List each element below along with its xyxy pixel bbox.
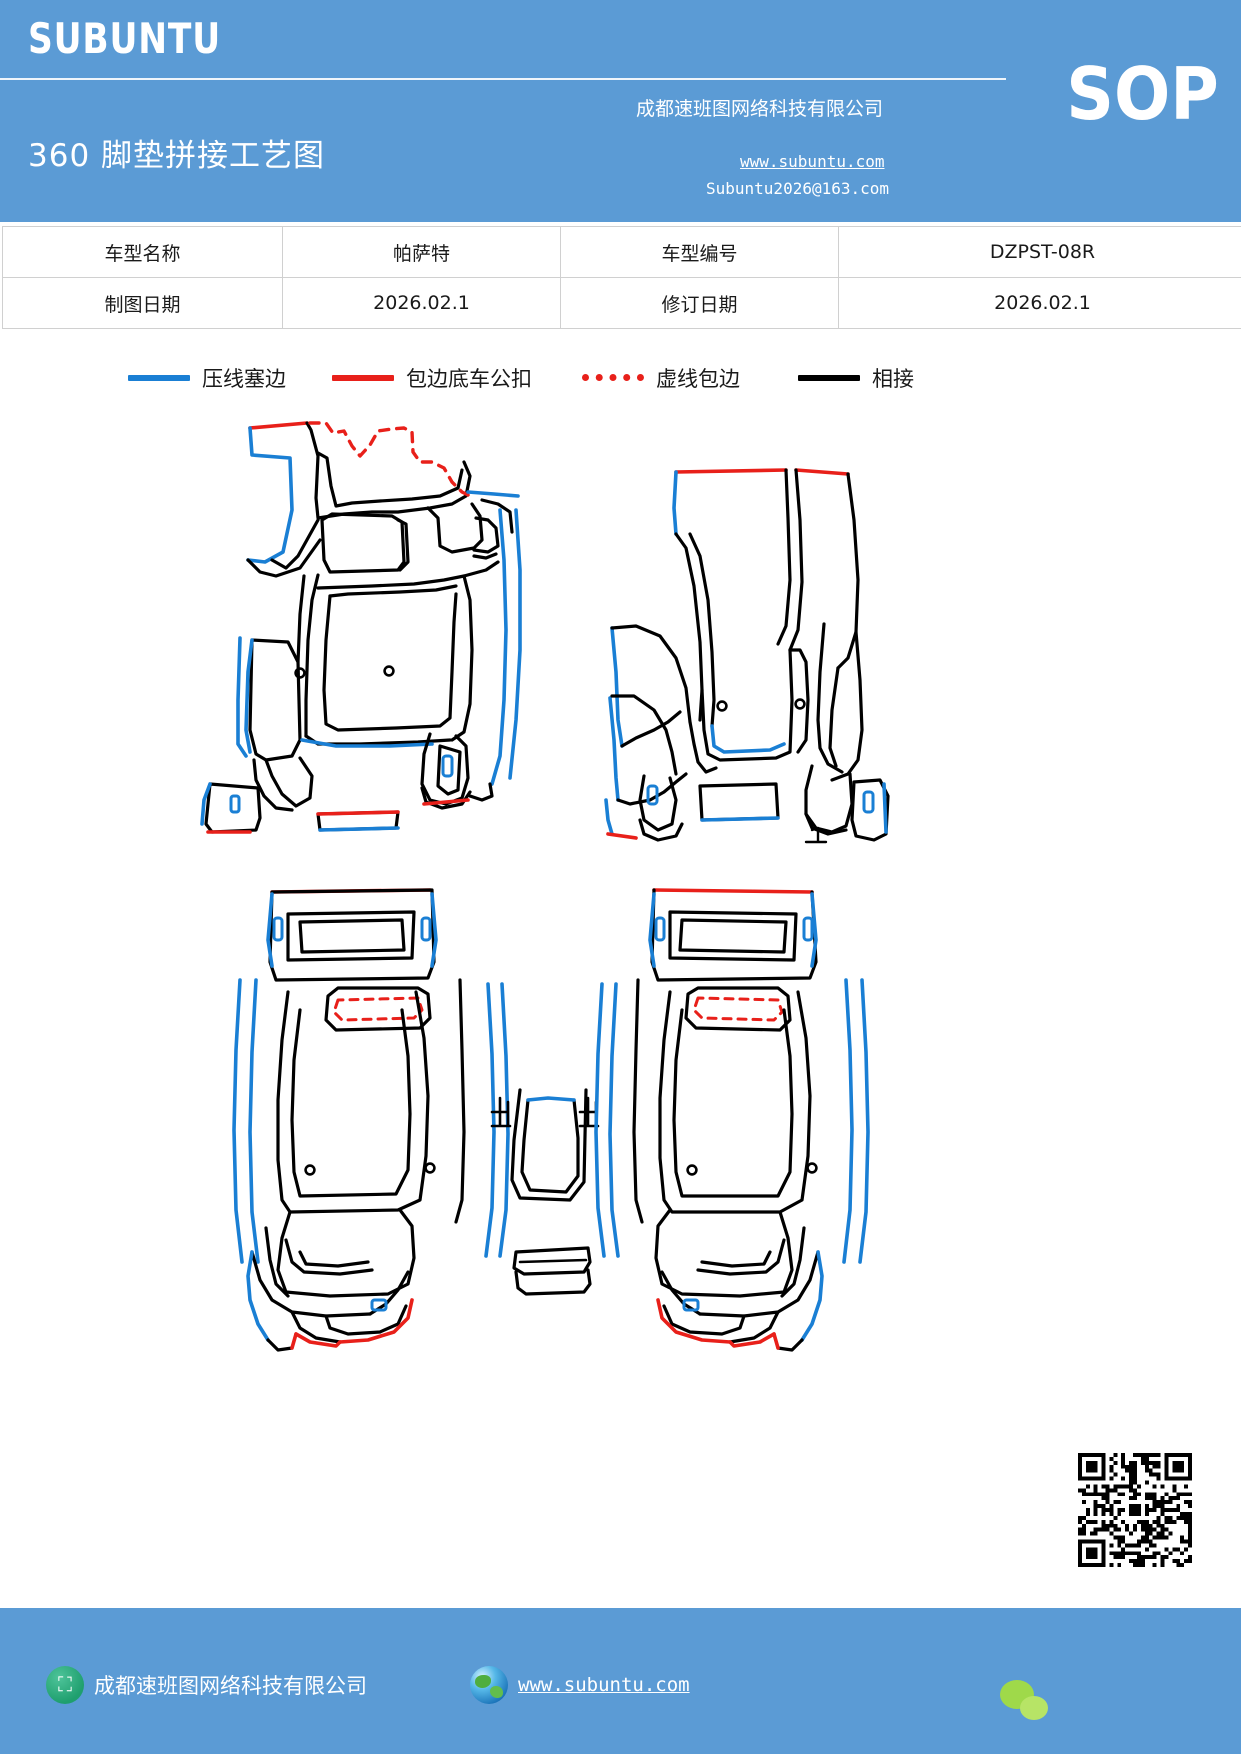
page-footer: ⛶ 成都速班图网络科技有限公司 www.subuntu.com	[0, 1608, 1241, 1754]
table-row: 制图日期 2026.02.1 修订日期 2026.02.1	[2, 277, 1241, 329]
building-icon: ⛶	[46, 1666, 84, 1704]
footer-website-block: www.subuntu.com	[470, 1666, 690, 1704]
model-name-value: 帕萨特	[282, 226, 561, 278]
legend-swatch-red-dotted-line-icon	[582, 374, 644, 381]
revise-date-label: 修订日期	[560, 277, 839, 329]
legend-label: 相接	[872, 366, 914, 391]
footer-website-link[interactable]: www.subuntu.com	[518, 1674, 690, 1696]
sop-badge: SOP	[1066, 52, 1219, 136]
legend-swatch-blue-line-icon	[128, 374, 190, 381]
mat-pattern-svg	[200, 421, 890, 1352]
footer-company-name: 成都速班图网络科技有限公司	[94, 1674, 367, 1698]
table-row: 车型名称 帕萨特 车型编号 DZPST-08R	[2, 226, 1241, 278]
footer-company-block: ⛶ 成都速班图网络科技有限公司	[46, 1666, 367, 1704]
vehicle-info-table: 车型名称 帕萨特 车型编号 DZPST-08R 制图日期 2026.02.1 修…	[2, 226, 1241, 329]
brand-logo: SUBUNTU	[28, 14, 222, 63]
header-website-link[interactable]: www.subuntu.com	[740, 152, 885, 171]
model-code-label: 车型编号	[560, 226, 839, 278]
wechat-icon	[1000, 1680, 1054, 1724]
legend-item-joint: 相接	[798, 355, 914, 400]
legend-swatch-black-line-icon	[798, 374, 860, 381]
legend-label: 包边底车公扣	[406, 366, 532, 391]
revise-date-value: 2026.02.1	[838, 277, 1241, 329]
header-email: Subuntu2026@163.com	[706, 179, 890, 198]
page-title: 360 脚垫拼接工艺图	[28, 138, 326, 174]
legend-label: 压线塞边	[202, 366, 286, 391]
legend-item-bind-buckle: 包边底车公扣	[332, 355, 532, 400]
floor-mat-diagram	[0, 400, 1241, 1420]
piece-front-right-assembly	[604, 468, 890, 844]
model-name-label: 车型名称	[2, 226, 283, 278]
globe-icon	[470, 1666, 508, 1704]
qr-code	[1073, 1448, 1197, 1572]
piece-rear-left-assembly	[232, 888, 510, 1352]
wechat-bubble-small	[1020, 1696, 1048, 1720]
header-company-name: 成都速班图网络科技有限公司	[636, 98, 884, 120]
page-header: SUBUNTU 360 脚垫拼接工艺图 SOP 成都速班图网络科技有限公司 ww…	[0, 0, 1241, 222]
piece-rear-center	[490, 1088, 600, 1296]
piece-rear-right-assembly	[594, 888, 870, 1352]
legend-item-press-edge: 压线塞边	[128, 355, 286, 400]
legend-swatch-red-line-icon	[332, 374, 394, 381]
draw-date-value: 2026.02.1	[282, 277, 561, 329]
legend-label: 虚线包边	[656, 366, 740, 391]
legend-item-dashed-bind: 虚线包边	[582, 355, 740, 400]
header-divider	[0, 78, 1006, 80]
piece-front-left-assembly	[200, 421, 522, 834]
draw-date-label: 制图日期	[2, 277, 283, 329]
legend: 压线塞边 包边底车公扣 虚线包边 相接	[0, 355, 1241, 400]
model-code-value: DZPST-08R	[838, 226, 1241, 278]
qr-code-image	[1078, 1453, 1192, 1567]
